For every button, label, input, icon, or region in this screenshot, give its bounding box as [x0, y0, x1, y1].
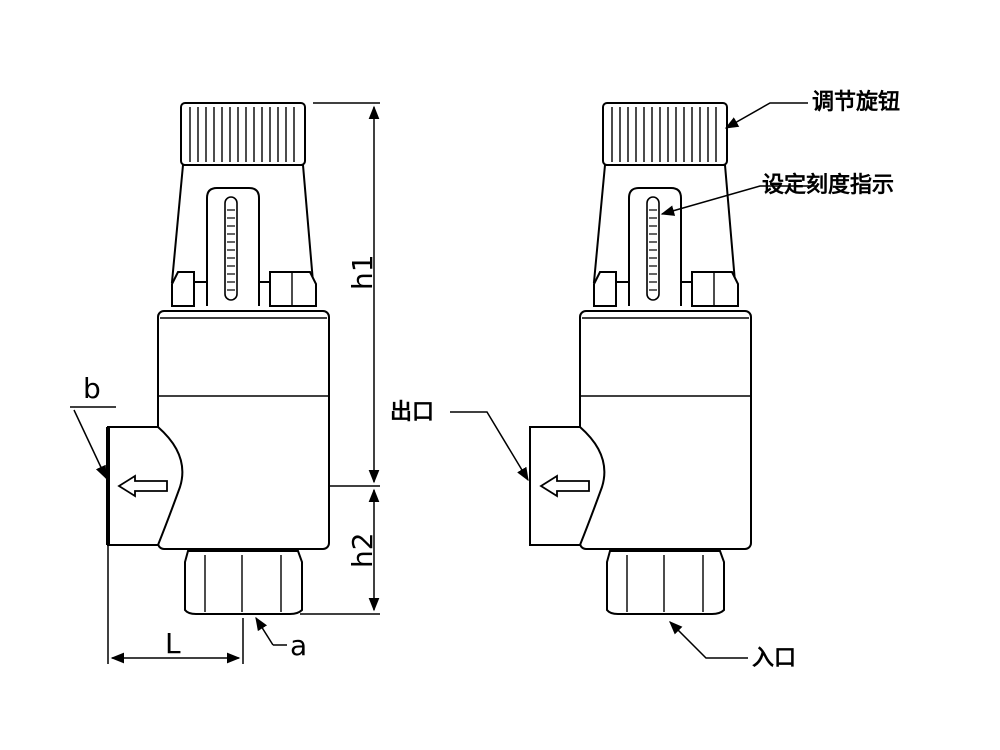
- scale-label: 设定刻度指示: [762, 173, 895, 198]
- knob-label: 调节旋钮: [812, 90, 901, 115]
- inlet-label: 入口: [752, 646, 797, 671]
- b-label: b: [83, 372, 101, 405]
- right-knob: [602, 102, 728, 166]
- left-valve: [106, 102, 330, 615]
- right-valve: [529, 102, 752, 615]
- h2-label: h2: [346, 532, 379, 568]
- a-label: a: [290, 629, 308, 662]
- L-label: L: [165, 627, 181, 660]
- outlet-label: 出口: [390, 400, 435, 425]
- left-knob: [180, 102, 306, 166]
- h1-label: h1: [346, 254, 379, 290]
- leader-lines: [450, 102, 818, 659]
- dimension-lines: [70, 102, 380, 664]
